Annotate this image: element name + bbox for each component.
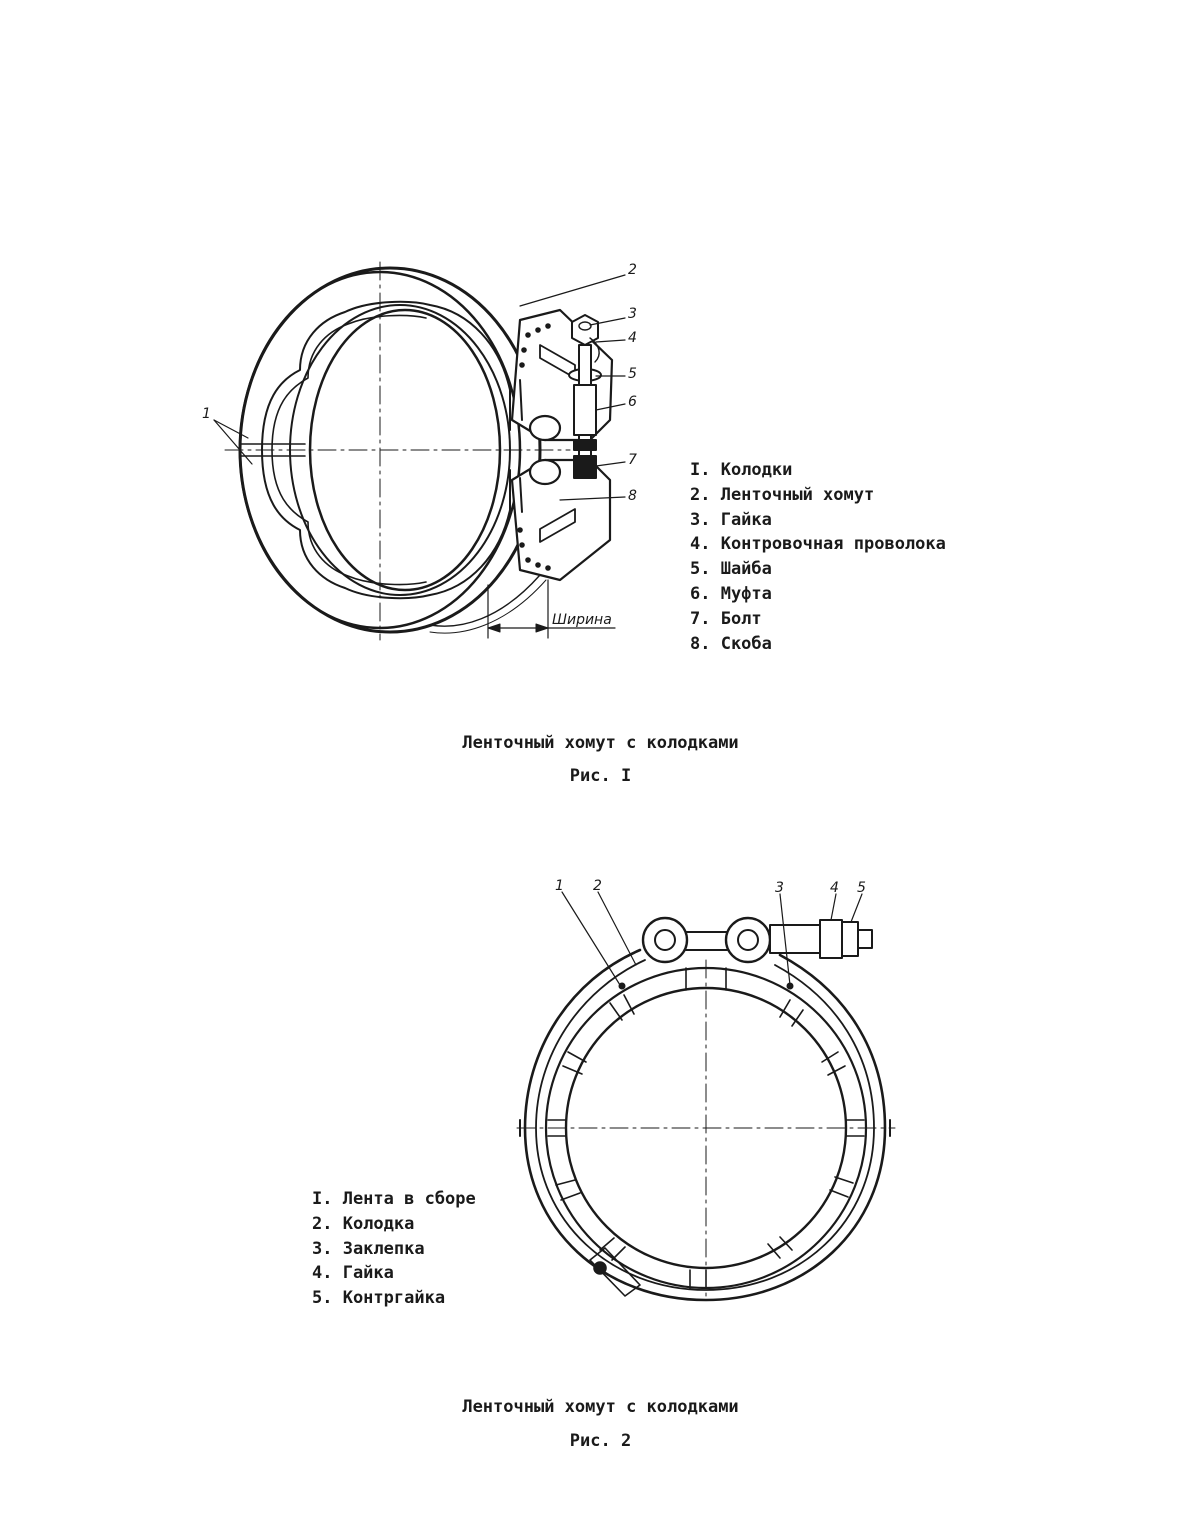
fig2-callout-1: 1	[555, 878, 564, 894]
legend-item: 2. Ленточный хомут	[690, 484, 875, 505]
figure-2-callouts: 1 2 3 4 5	[555, 878, 866, 896]
fig2-callout-3: 3	[775, 880, 784, 896]
figure-1-number: Рис. I	[569, 766, 632, 786]
figure-2-caption: Ленточный хомут с колодками	[462, 1397, 739, 1417]
legend-item: 3. Заклепка	[312, 1238, 425, 1259]
coupling	[573, 384, 597, 436]
shoes-outline	[261, 300, 511, 600]
figure-1-legend: I. Колодки 2. Ленточный хомут 3. Гайка 4…	[690, 458, 946, 656]
fig2-shoe-segments	[547, 994, 865, 1289]
legend-item: 8. Скоба	[690, 633, 772, 654]
legend-item: 5. Контргайка	[312, 1288, 446, 1309]
legend-item: 5. Шайба	[690, 559, 772, 580]
callout-6: 6	[628, 394, 637, 410]
legend-item: 3. Гайка	[690, 509, 772, 530]
lower-lug-plate	[510, 458, 612, 582]
fig2-callout-5: 5	[857, 880, 866, 896]
fig2-locknut	[841, 921, 859, 957]
fig2-bore	[564, 986, 848, 1270]
legend-item: 7. Болт	[690, 608, 762, 629]
fig2-callout-2: 2	[593, 878, 602, 894]
callout-8: 8	[628, 488, 637, 504]
fig2-rivet-detail	[589, 1247, 641, 1297]
figure-1-caption: Ленточный хомут с колодками	[462, 733, 739, 753]
figure-2-number: Рис. 2	[569, 1431, 632, 1451]
figure-1-callouts: 2 3 4 5 6 7 8 1 Ширина	[202, 262, 637, 628]
shoes-inner-outline	[271, 314, 427, 586]
fig2-nut	[819, 919, 843, 959]
callout-7: 7	[628, 452, 637, 468]
fig2-band-inner	[535, 959, 875, 1291]
legend-item: 4. Контровочная проволока	[690, 534, 946, 555]
fig2-right-eye	[724, 916, 772, 964]
legend-item: 2. Колодка	[312, 1213, 415, 1234]
fig2-band-outer	[523, 948, 887, 1302]
lower-pin	[528, 458, 562, 486]
upper-pin	[528, 414, 562, 442]
legend-item: I. Лента в сборе	[312, 1189, 476, 1209]
figure-1-drawing: 2 3 4 5 6 7 8 1 Ширина	[202, 261, 637, 641]
legend-item: 6. Муфта	[690, 583, 772, 604]
legend-item: 4. Гайка	[312, 1263, 394, 1284]
callout-3: 3	[628, 306, 637, 322]
width-label: Ширина	[552, 612, 612, 628]
callout-4: 4	[628, 330, 637, 346]
callout-2: 2	[628, 262, 637, 278]
fig2-bolt	[769, 924, 821, 954]
callout-1: 1	[202, 406, 211, 422]
figure-2-legend: I. Лента в сборе 2. Колодка 3. Заклепка …	[312, 1187, 476, 1311]
fig2-shoes-outer	[544, 966, 868, 1290]
bolt-head	[573, 455, 597, 479]
fig2-left-eye	[641, 916, 689, 964]
lower-slot	[539, 508, 576, 543]
fig2-callout-4: 4	[830, 880, 839, 896]
callout-5: 5	[628, 366, 637, 382]
legend-item: I. Колодки	[690, 460, 793, 480]
lock-wire	[589, 337, 600, 363]
